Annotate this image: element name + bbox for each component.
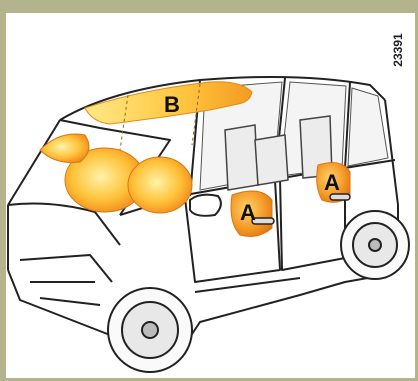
label-curtain-airbag: B [164,92,180,117]
front-airbags [40,134,192,213]
label-front-side-airbag: A [240,200,256,225]
passenger-front-airbag [128,157,192,213]
label-rear-side-airbag: A [324,170,340,195]
dashboard-airbag [40,134,89,163]
front-wheel [108,288,192,372]
rear-wheel [341,211,409,279]
